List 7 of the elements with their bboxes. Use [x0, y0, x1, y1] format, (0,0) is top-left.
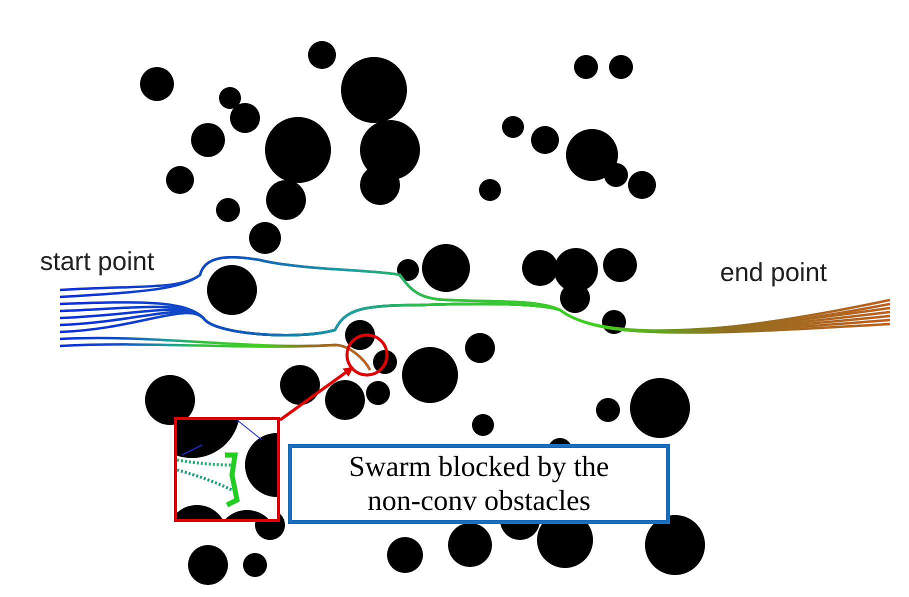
highlight-circle: [346, 334, 388, 376]
point-label: end point: [720, 257, 827, 288]
arrow: [279, 366, 354, 422]
point-label: start point: [40, 246, 154, 277]
callout-text: Swarm blocked by the non-conv obstacles: [348, 450, 610, 518]
callout-box: [288, 444, 670, 524]
zoomed-inset-picture: [174, 417, 280, 522]
